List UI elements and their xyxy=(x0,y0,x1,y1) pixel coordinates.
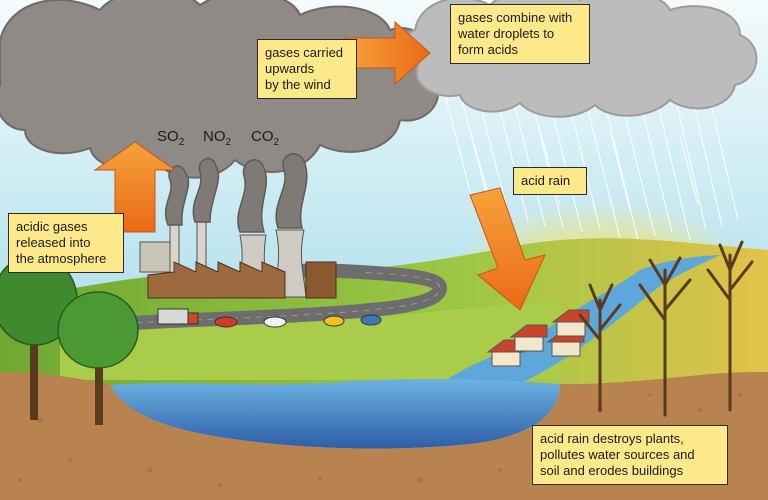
factory xyxy=(139,221,337,299)
field xyxy=(60,300,560,380)
blue-car xyxy=(360,314,382,326)
callout-acid-rain: acid rain xyxy=(513,167,587,195)
yellow-car xyxy=(323,315,345,327)
smoke-plumes xyxy=(164,153,308,233)
white-car xyxy=(263,316,287,328)
road-markings xyxy=(99,271,441,326)
gas-formula-co2: CO2 xyxy=(251,128,280,148)
callout-gases-combine: gases combine with water droplets to for… xyxy=(450,4,590,64)
truck xyxy=(157,308,189,325)
vehicles xyxy=(157,308,382,328)
callout-gases-carried: gases carried upwards by the wind xyxy=(257,39,357,99)
green-trees xyxy=(0,254,139,425)
callout-acid-rain-effects: acid rain destroys plants, pollutes wate… xyxy=(532,425,728,485)
rising-gases-arrow xyxy=(93,141,177,233)
dead-trees xyxy=(578,240,754,417)
lake xyxy=(110,378,560,449)
acid-rain-arrow xyxy=(469,187,546,311)
rain-streaks xyxy=(444,89,739,241)
red-car xyxy=(214,316,238,328)
gas-formula-no2: NO2 xyxy=(203,128,232,148)
gas-formula-so2: SO2 xyxy=(157,128,185,148)
callout-acidic-gases-released: acidic gases released into the atmospher… xyxy=(8,213,124,273)
houses xyxy=(486,309,590,367)
